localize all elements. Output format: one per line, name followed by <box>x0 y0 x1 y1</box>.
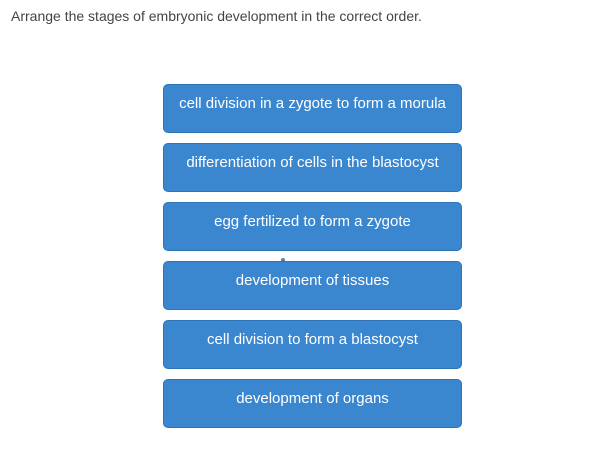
drag-card-fertilization[interactable]: egg fertilized to form a zygote <box>163 202 462 251</box>
question-prompt: Arrange the stages of embryonic developm… <box>11 8 422 24</box>
drag-card-differentiation[interactable]: differentiation of cells in the blastocy… <box>163 143 462 192</box>
drag-card-blastocyst[interactable]: cell division to form a blastocyst <box>163 320 462 369</box>
drag-card-organs[interactable]: development of organs <box>163 379 462 428</box>
drag-card-morula[interactable]: cell division in a zygote to form a moru… <box>163 84 462 133</box>
stray-dot-artifact <box>281 258 285 262</box>
ordering-card-stack: cell division in a zygote to form a moru… <box>163 84 462 428</box>
drag-card-tissues[interactable]: development of tissues <box>163 261 462 310</box>
